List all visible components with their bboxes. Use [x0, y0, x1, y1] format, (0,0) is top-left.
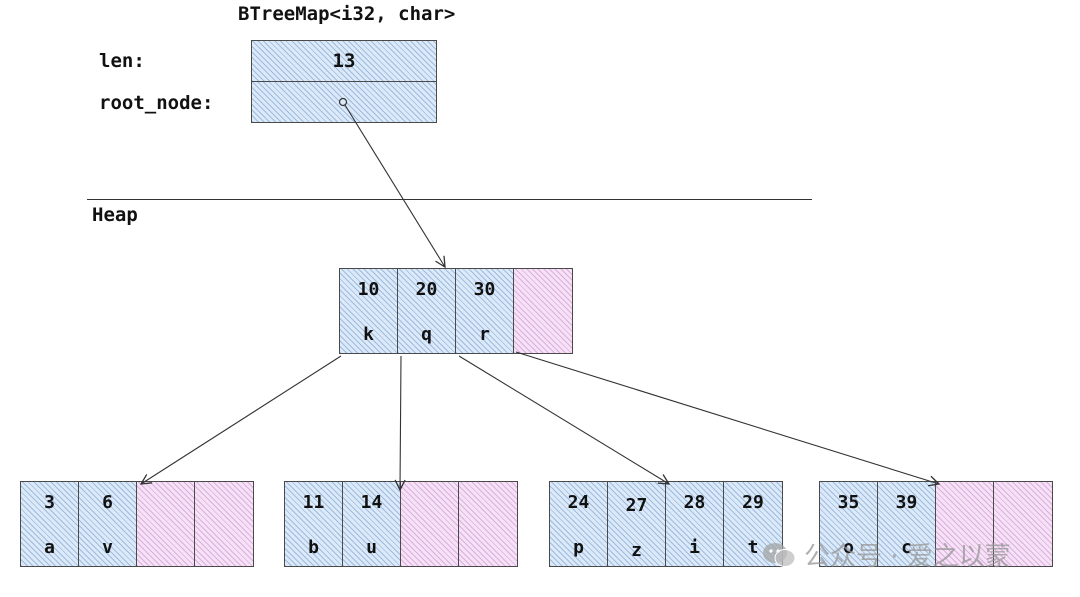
empty-slot: [194, 481, 254, 567]
entry-value: u: [366, 537, 377, 558]
entry-key: 11: [302, 492, 325, 513]
edge-to-child-3: [458, 355, 669, 484]
entry-value: k: [363, 324, 374, 345]
empty-slot: [400, 481, 459, 567]
entry-value: z: [631, 540, 642, 561]
entry-key: 3: [44, 492, 55, 513]
child-entry: 6 v: [78, 481, 137, 567]
empty-slot: [935, 481, 994, 567]
entry-key: 28: [683, 492, 706, 513]
entry-value: p: [573, 537, 584, 558]
entry-key: 27: [625, 495, 648, 516]
len-value: 13: [332, 50, 356, 72]
entry-key: 20: [415, 279, 438, 300]
entry-value: i: [689, 537, 700, 558]
entry-key: 6: [102, 492, 113, 513]
entry-key: 24: [567, 492, 590, 513]
entry-key: 29: [742, 492, 764, 513]
root-pointer-origin: [338, 97, 348, 107]
entry-value: t: [747, 537, 759, 558]
heap-divider: [87, 199, 812, 200]
chat-bubble-icon: [762, 541, 796, 569]
entry-key: 10: [357, 279, 380, 300]
root-entry: 10 k: [339, 268, 398, 354]
entry-value: a: [44, 537, 55, 558]
root-entry: 30 r: [455, 268, 514, 354]
entry-key: 39: [895, 492, 918, 513]
edge-to-child-2: [400, 355, 401, 490]
child-entry: 27 z: [607, 481, 666, 567]
entry-value: q: [421, 324, 432, 345]
child-entry: 24 p: [549, 481, 608, 567]
child-entry: 3 a: [20, 481, 79, 567]
empty-slot: [136, 481, 195, 567]
entry-value: b: [308, 537, 319, 558]
entry-key: 14: [360, 492, 383, 513]
heap-label: Heap: [92, 204, 138, 226]
watermark: 公众号 · 爱之以蒙: [762, 536, 1011, 573]
entry-key: 30: [473, 279, 496, 300]
entry-value: r: [479, 324, 490, 345]
child-entry: 35 o: [819, 481, 878, 567]
entry-value: o: [843, 537, 854, 558]
child-entry: 11 b: [284, 481, 343, 567]
root-pointer-arrow: [344, 104, 445, 267]
watermark-text: 公众号 · 爱之以蒙: [804, 542, 1011, 572]
child-entry: 14 u: [342, 481, 401, 567]
len-label: len:: [99, 50, 145, 72]
entry-value: v: [102, 537, 113, 558]
edge-to-child-4: [515, 351, 939, 484]
root-node-label: root_node:: [99, 92, 214, 114]
edge-to-child-1: [141, 355, 342, 484]
root-empty-slot: [513, 268, 573, 354]
empty-slot: [458, 481, 518, 567]
entry-value: c: [901, 537, 912, 558]
struct-type-title: BTreeMap<i32, char>: [238, 3, 456, 25]
child-entry: 28 i: [665, 481, 724, 567]
empty-slot: [993, 481, 1053, 567]
entry-key: 35: [837, 492, 860, 513]
